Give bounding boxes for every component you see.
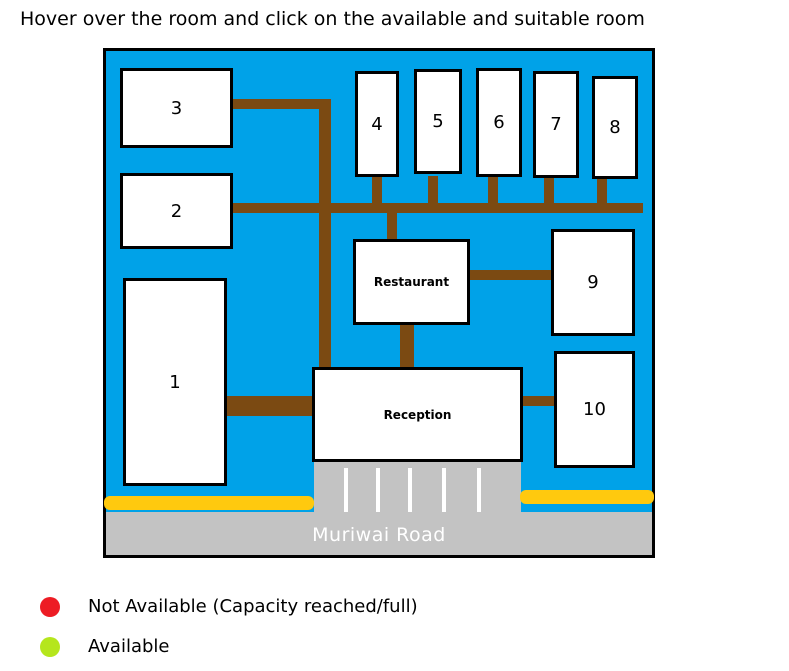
- room-4[interactable]: 4: [355, 71, 399, 177]
- path: [372, 176, 382, 206]
- room-9[interactable]: 9: [551, 229, 635, 336]
- legend-available: Available: [40, 636, 169, 657]
- instruction-text: Hover over the room and click on the ava…: [20, 8, 645, 30]
- red-dot-icon: [40, 596, 60, 617]
- parking-stripe: [442, 468, 446, 512]
- parking-stripe: [376, 468, 380, 512]
- path: [544, 176, 554, 206]
- room-6[interactable]: 6: [476, 68, 522, 177]
- road-label: Muriwai Road: [312, 524, 446, 546]
- room-5[interactable]: 5: [414, 69, 462, 174]
- parking-stripe: [408, 468, 412, 512]
- grass-strip: [104, 496, 314, 510]
- reception-room[interactable]: Reception: [312, 367, 523, 462]
- legend-not-available: Not Available (Capacity reached/full): [40, 596, 418, 617]
- path: [488, 176, 498, 206]
- path: [520, 396, 558, 406]
- room-7[interactable]: 7: [533, 71, 579, 178]
- road: [103, 512, 655, 558]
- path: [400, 322, 414, 370]
- legend-not-available-label: Not Available (Capacity reached/full): [88, 596, 418, 617]
- room-1[interactable]: 1: [123, 278, 227, 486]
- room-3[interactable]: 3: [120, 68, 233, 148]
- room-10[interactable]: 10: [554, 351, 635, 468]
- path: [597, 176, 607, 206]
- green-dot-icon: [40, 636, 60, 657]
- path: [231, 203, 643, 213]
- path: [319, 99, 331, 369]
- path: [468, 270, 554, 280]
- driveway: [314, 462, 521, 518]
- path: [231, 99, 331, 109]
- parking-stripe: [477, 468, 481, 512]
- room-8[interactable]: 8: [592, 76, 638, 179]
- legend-available-label: Available: [88, 636, 170, 657]
- path: [387, 210, 397, 242]
- parking-stripe: [344, 468, 348, 512]
- restaurant-room[interactable]: Restaurant: [353, 239, 470, 325]
- path: [428, 176, 438, 206]
- room-2[interactable]: 2: [120, 173, 233, 249]
- grass-strip: [520, 490, 654, 504]
- path: [224, 396, 316, 416]
